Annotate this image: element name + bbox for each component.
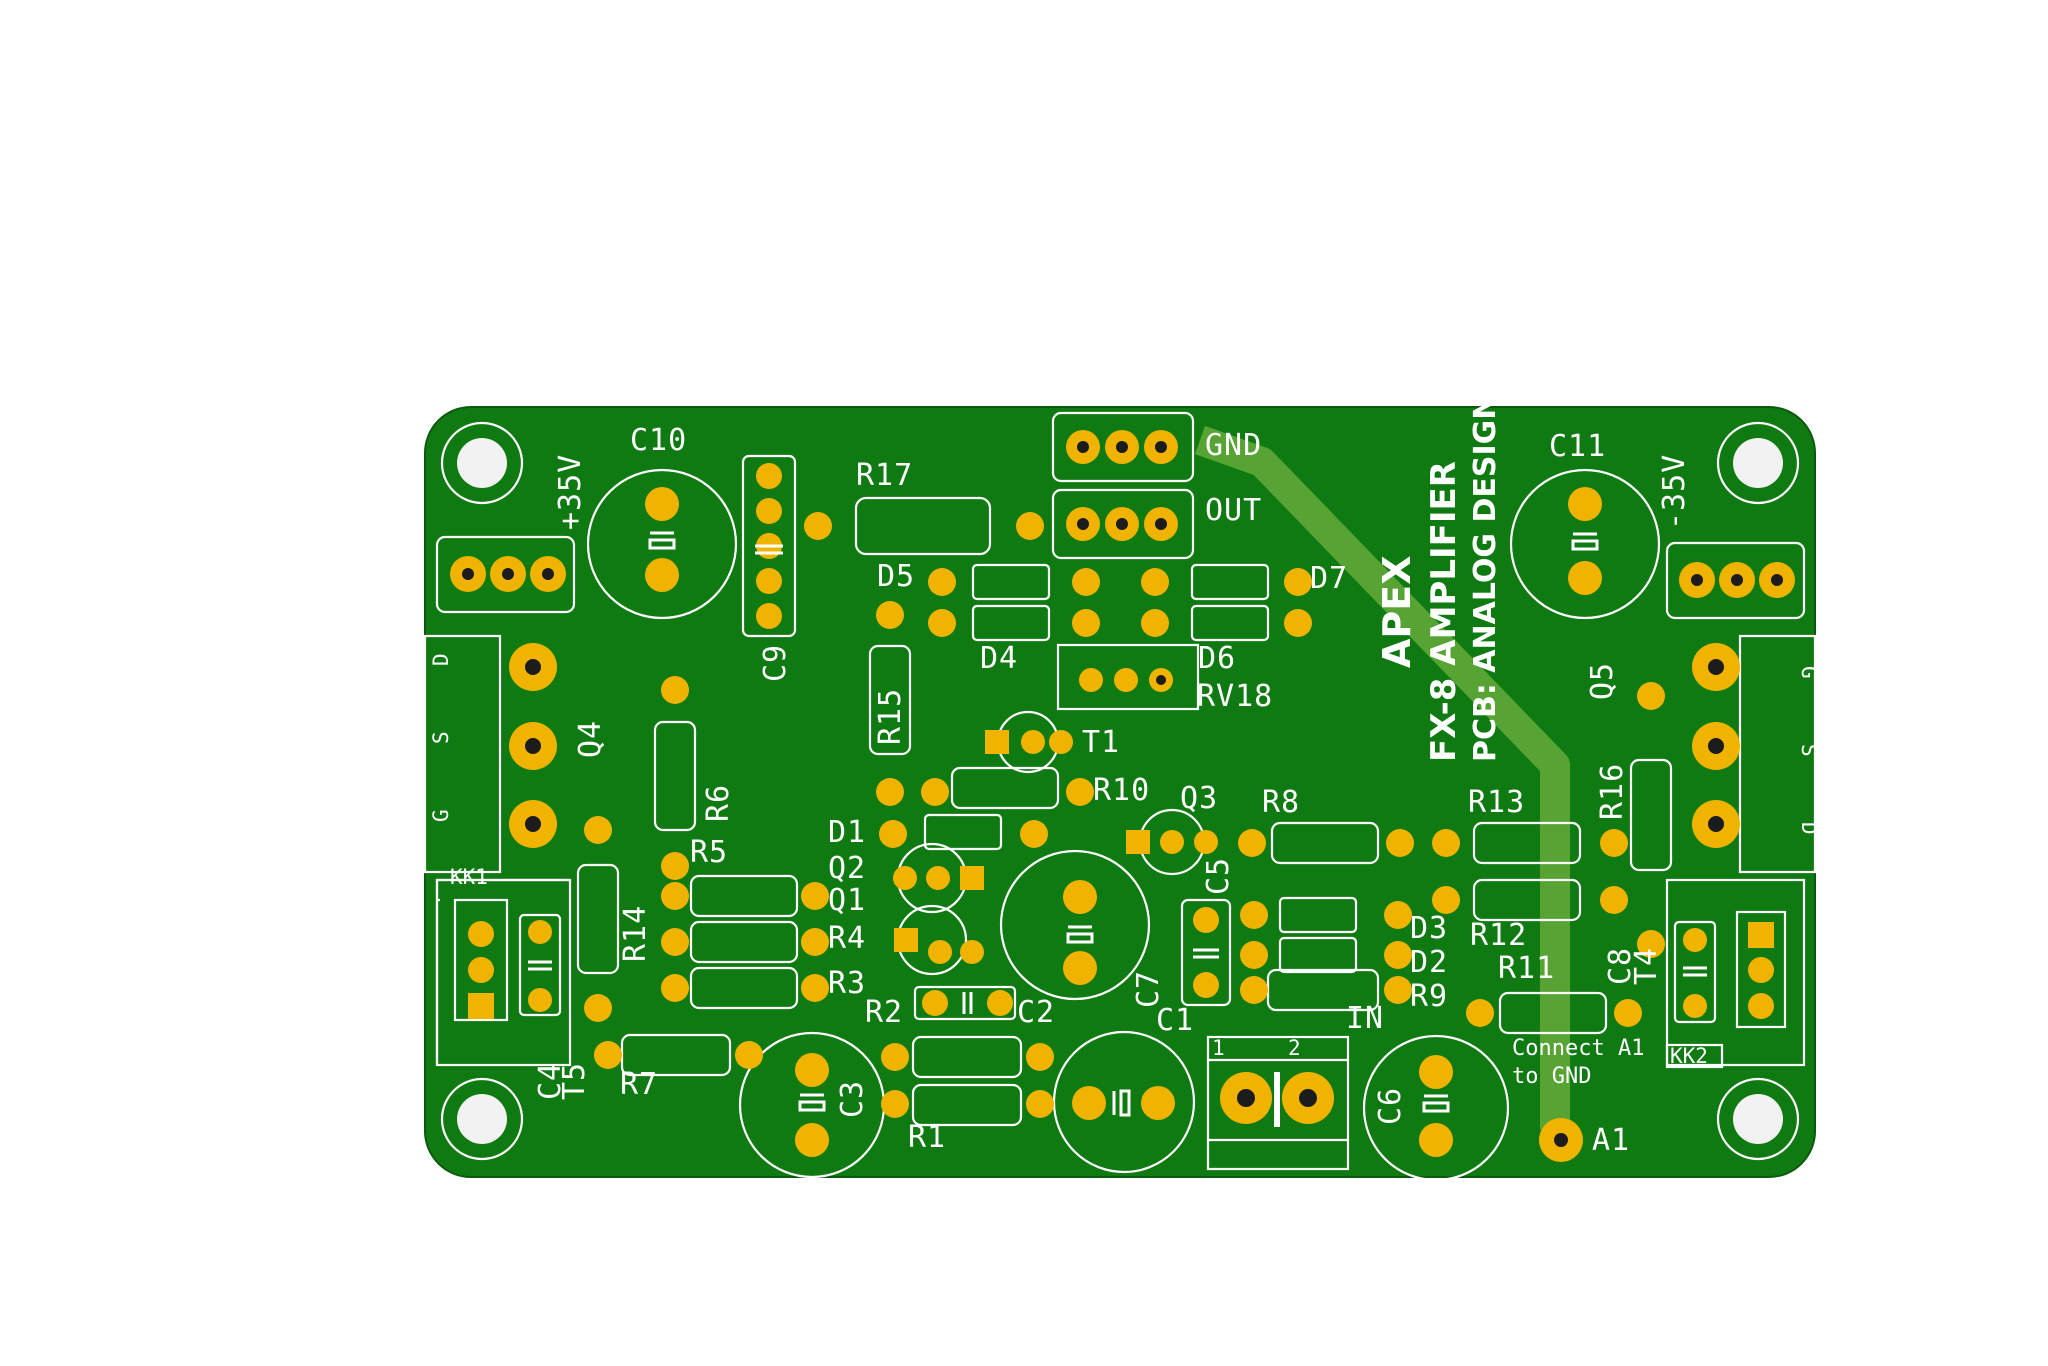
label-r6: R6	[701, 784, 736, 822]
label-r2: R2	[865, 995, 903, 1030]
note-line-2: to GND	[1512, 1064, 1591, 1089]
label-kk1: KK1	[450, 865, 488, 889]
label-r7: R7	[620, 1067, 658, 1102]
label-r12: R12	[1470, 918, 1527, 953]
label-kk2: KK2	[1670, 1044, 1708, 1068]
label-d3: D3	[1410, 911, 1448, 946]
label-gnd: GND	[1205, 428, 1262, 463]
label-d2: D2	[1410, 945, 1448, 980]
drill-holes	[462, 441, 1783, 1147]
silkscreen-labels: C10 C11 +35V -35V GND OUT R17 C9 D5 D4 D…	[429, 395, 1821, 1158]
label-c9: C9	[758, 644, 793, 682]
label-q5-pin-g: G	[1797, 666, 1821, 679]
label-t1: T1	[1082, 725, 1120, 760]
label-r14: R14	[618, 905, 653, 962]
label-c5: C5	[1201, 857, 1236, 895]
label-r16: R16	[1595, 763, 1630, 820]
label-c7: C7	[1131, 970, 1166, 1008]
label-out: OUT	[1205, 493, 1262, 528]
label-c3: C3	[835, 1080, 870, 1118]
label-rv18: RV18	[1197, 679, 1273, 714]
label-t4: T4	[1629, 947, 1664, 985]
label-d4: D4	[980, 641, 1018, 676]
label-q5: Q5	[1585, 662, 1620, 700]
label-q4-pin-g: G	[429, 809, 453, 822]
label-q5-pin-d: D	[1797, 822, 1821, 835]
label-r4: R4	[828, 921, 866, 956]
label-terminal-2: 2	[1288, 1036, 1301, 1060]
label-r15: R15	[873, 688, 908, 745]
label-c4: C4	[533, 1062, 568, 1100]
label-d6: D6	[1198, 641, 1236, 676]
label-a1: A1	[1592, 1123, 1630, 1158]
label-in: IN	[1346, 1001, 1384, 1036]
label-q4: Q4	[573, 720, 608, 758]
board-title: APEX	[1375, 555, 1419, 668]
label-r11: R11	[1498, 951, 1555, 986]
label-c2: C2	[1017, 995, 1055, 1030]
label-r10: R10	[1093, 773, 1150, 808]
label-d5: D5	[877, 559, 915, 594]
board-subtitle: FX-8 AMPLIFIER	[1424, 461, 1464, 762]
silkscreen-outlines	[423, 411, 1817, 1182]
label-r9: R9	[1410, 979, 1448, 1014]
label-r13: R13	[1468, 785, 1525, 820]
label-d7: D7	[1310, 561, 1348, 596]
solder-pads	[450, 430, 1795, 1162]
label-q2: Q2	[828, 851, 866, 886]
label-r1: R1	[908, 1120, 946, 1155]
label-minus35v: -35V	[1657, 454, 1692, 530]
label-plus35v: +35V	[553, 454, 588, 530]
mounting-holes	[440, 421, 1800, 1161]
label-q1: Q1	[828, 883, 866, 918]
label-r8: R8	[1262, 785, 1300, 820]
label-c6: C6	[1373, 1087, 1408, 1125]
label-c8: C8	[1603, 947, 1638, 985]
label-c1: C1	[1156, 1003, 1194, 1038]
label-r17: R17	[856, 458, 913, 493]
label-t5: T5	[557, 1062, 592, 1100]
label-r5: R5	[690, 835, 728, 870]
label-q4-pin-s: S	[429, 731, 453, 744]
cap-symbols	[528, 531, 1707, 1117]
ground-trace	[1194, 425, 1570, 1130]
label-q4-pin-d: D	[429, 653, 453, 666]
label-terminal-1: 1	[1212, 1036, 1225, 1060]
label-r3: R3	[828, 966, 866, 1001]
label-c11: C11	[1549, 429, 1606, 464]
label-d1: D1	[828, 815, 866, 850]
label-q3: Q3	[1180, 781, 1218, 816]
label-q5-pin-s: S	[1797, 744, 1821, 757]
board-credit: PCB: ANALOG DESIGN	[1468, 395, 1503, 762]
label-c10: C10	[630, 423, 687, 458]
note-line-1: Connect A1	[1512, 1036, 1644, 1061]
